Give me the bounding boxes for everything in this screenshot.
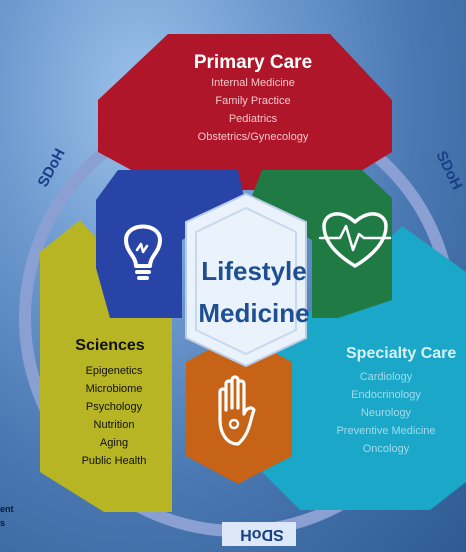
primary-care-item: Internal Medicine <box>211 77 295 89</box>
primary-care-title: Primary Care <box>194 52 312 73</box>
primary-care-item: Family Practice <box>215 95 290 107</box>
specialty-care-title: Specialty Care <box>346 345 456 362</box>
specialty-care-item: Endocrinology <box>351 389 421 401</box>
specialty-care-item: Cardiology <box>360 371 413 383</box>
primary-care-hexagon <box>98 34 392 190</box>
center-hexagon <box>185 192 307 368</box>
sdoh-label-top-left: SDoH <box>35 146 69 190</box>
center-title-line1: Lifestyle <box>201 256 307 286</box>
sdoh-bottom-bg <box>222 522 296 546</box>
sciences-item: Nutrition <box>94 419 135 431</box>
edge-text-line2: s <box>0 518 5 528</box>
specialty-care-item: Preventive Medicine <box>336 425 435 437</box>
specialty-care-hexagon <box>262 226 466 510</box>
sdoh-label-top-right: SDoH <box>432 148 465 192</box>
sciences-title: Sciences <box>75 337 144 354</box>
lightbulb-block <box>96 170 246 318</box>
specialty-care-item: Neurology <box>361 407 412 419</box>
edge-text-line1: ent <box>0 504 14 514</box>
specialty-care-item: Oncology <box>363 443 410 455</box>
center-hexagon-inner <box>195 206 297 356</box>
primary-care-item: Pediatrics <box>229 113 278 125</box>
sciences-item: Epigenetics <box>86 365 143 377</box>
sciences-item: Microbiome <box>86 383 143 395</box>
sciences-item: Aging <box>100 437 128 449</box>
sdoh-label-bottom: SDoH <box>240 526 284 543</box>
hand-icon <box>218 375 256 446</box>
center-title-line2: Medicine <box>198 298 309 328</box>
sciences-item: Public Health <box>82 455 147 467</box>
primary-care-item: Obstetrics/Gynecology <box>198 131 309 143</box>
heart-pulse-icon <box>318 212 392 268</box>
lightbulb-icon <box>124 224 162 280</box>
sciences-item: Psychology <box>86 401 143 413</box>
heart-block <box>248 170 392 318</box>
